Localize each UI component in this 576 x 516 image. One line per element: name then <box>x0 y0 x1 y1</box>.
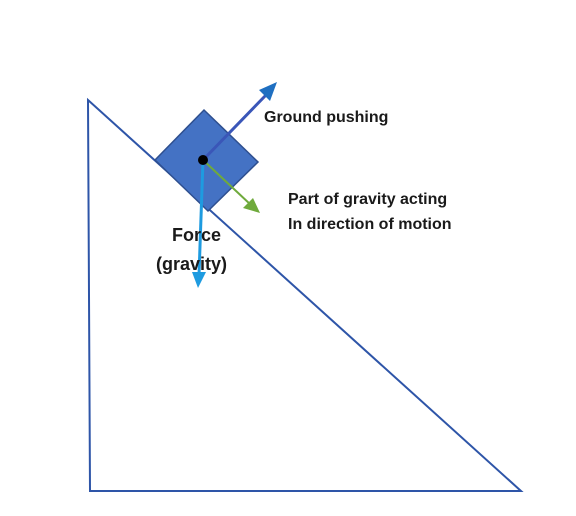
gravity-label-line1: Force <box>172 225 221 245</box>
parallel-component-arrowhead <box>243 198 260 213</box>
parallel-component-label-line1: Part of gravity acting <box>288 191 447 208</box>
parallel-component-label-line2: In direction of motion <box>288 216 452 233</box>
parallel-component-arrow <box>202 159 252 206</box>
gravity-arrowhead <box>192 272 206 288</box>
gravity-label-line2: (gravity) <box>156 254 227 274</box>
normal-force-arrow <box>201 92 269 162</box>
normal-force-label: Ground pushing <box>264 109 388 126</box>
incline-triangle <box>86 97 524 492</box>
normal-force-arrowhead <box>259 82 277 101</box>
center-point <box>198 155 208 165</box>
gravity-arrow <box>197 159 205 276</box>
